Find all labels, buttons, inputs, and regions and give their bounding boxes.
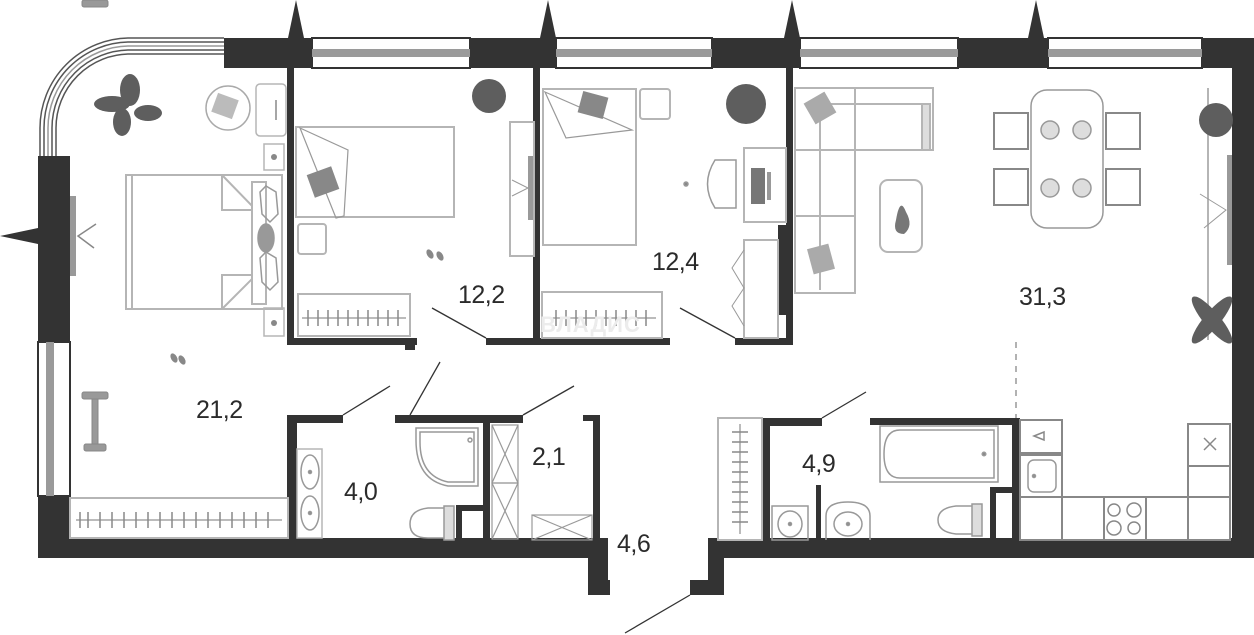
window <box>311 37 471 69</box>
desk-icon <box>743 147 787 223</box>
radiator-icon <box>717 417 763 541</box>
room-area-label-bedroom-2: 12,2 <box>458 281 505 309</box>
radiator-icon <box>297 293 411 337</box>
armchair-icon <box>205 85 251 131</box>
toilet-icon <box>409 505 455 541</box>
wardrobe-icon <box>509 121 535 257</box>
windows <box>37 37 1203 497</box>
sink-icon <box>1027 430 1057 493</box>
window-orientation-arrow-icon <box>0 0 1044 244</box>
toilet-icon <box>937 503 983 537</box>
room-area-label-master-bedroom: 21,2 <box>196 396 243 424</box>
bed-icon <box>542 88 671 246</box>
sink-icon <box>825 501 871 540</box>
watermark: ВЛАДИС <box>540 312 641 337</box>
plant-icon <box>94 74 162 136</box>
washing-machine-icon <box>771 505 809 541</box>
bathtub-icon <box>879 425 999 483</box>
window <box>799 37 959 69</box>
kitchen-counter <box>1019 419 1231 541</box>
exercise-bike-icon <box>81 0 109 452</box>
room-area-label-bedroom-3: 12,4 <box>652 248 699 276</box>
window <box>555 37 713 69</box>
bed-icon <box>295 126 455 255</box>
coffee-table-icon <box>879 179 923 253</box>
pillows <box>257 185 279 292</box>
room-area-label-storage: 2,1 <box>532 443 566 471</box>
interior-walls <box>287 68 1020 545</box>
room-area-label-living-kitchen: 31,3 <box>1019 283 1066 311</box>
curved-window <box>39 37 224 156</box>
shelf-icon <box>731 239 779 339</box>
desk-chair-icon <box>683 159 737 209</box>
plant-icon <box>726 84 766 124</box>
nightstand <box>255 83 287 337</box>
plant-icon <box>1191 103 1233 344</box>
room-area-label-hallway: 4,6 <box>617 530 651 558</box>
corner-sofa-icon <box>794 87 934 294</box>
sink-icon <box>296 448 323 539</box>
stove-icon <box>1106 502 1142 536</box>
room-area-label-bathroom: 4,9 <box>802 450 836 478</box>
room-area-label-shower-room: 4,0 <box>344 478 378 506</box>
window <box>1047 37 1203 69</box>
door-opening-marker <box>70 196 97 276</box>
slippers <box>170 249 444 365</box>
window <box>37 341 71 497</box>
door-swings <box>342 307 1017 634</box>
fridge-icon <box>1203 437 1217 451</box>
radiator-icon <box>541 291 663 339</box>
storage-shelves <box>491 424 593 541</box>
exterior-walls <box>38 38 1254 595</box>
radiator-icon <box>69 497 289 539</box>
plant-icon <box>472 79 506 113</box>
shower-icon <box>415 427 479 487</box>
dining-table-icon <box>993 89 1141 229</box>
